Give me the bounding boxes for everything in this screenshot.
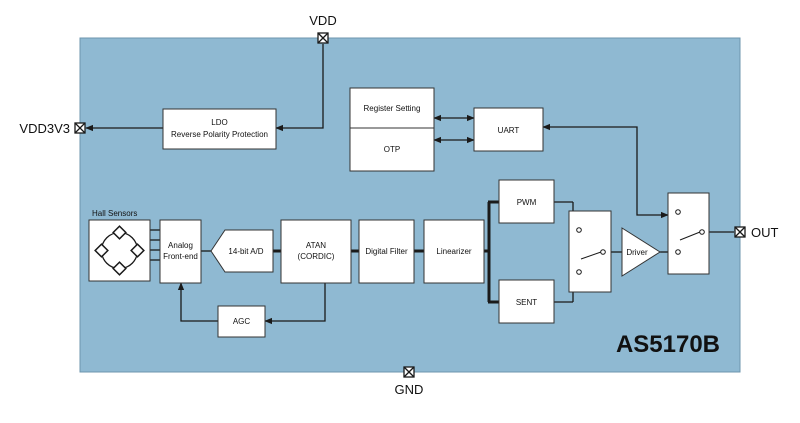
pwm-label: PWM xyxy=(517,198,537,207)
pin-vdd-label: VDD xyxy=(309,13,336,28)
atan-block: ATAN (CORDIC) xyxy=(280,219,352,284)
sent-label: SENT xyxy=(516,298,537,307)
analog-label: Analog xyxy=(168,241,193,250)
linearizer-label: Linearizer xyxy=(436,247,471,256)
mux-switch-1 xyxy=(568,210,612,293)
pin-gnd-icon xyxy=(403,366,415,378)
hall-sensors-block xyxy=(88,219,151,282)
register-otp-block: Register Setting OTP xyxy=(349,87,435,172)
ldo-label: LDO xyxy=(211,118,227,127)
uart-label: UART xyxy=(498,126,520,135)
linearizer-block: Linearizer xyxy=(423,219,485,284)
adc-label: 14-bit A/D xyxy=(228,247,263,256)
cordic-label: (CORDIC) xyxy=(298,252,335,261)
hall-element-icon xyxy=(94,225,145,276)
pin-vdd3v3-label: VDD3V3 xyxy=(19,121,70,136)
ldo-subtitle: Reverse Polarity Protection xyxy=(171,130,268,139)
otp-label: OTP xyxy=(384,145,400,154)
digital-filter-block: Digital Filter xyxy=(358,219,415,284)
digital-filter-label: Digital Filter xyxy=(365,247,408,256)
pin-vdd-icon xyxy=(317,32,329,44)
pin-out-icon xyxy=(734,226,746,238)
pin-vdd3v3-icon xyxy=(74,122,86,134)
atan-label: ATAN xyxy=(306,241,326,250)
register-setting-label: Register Setting xyxy=(364,104,421,113)
driver-block: Driver xyxy=(621,227,661,277)
analog-frontend-block: Analog Front-end xyxy=(159,219,202,284)
pin-gnd-label: GND xyxy=(395,382,424,397)
data-bus xyxy=(273,200,499,304)
adc-block: 14-bit A/D xyxy=(210,229,274,273)
uart-block: UART xyxy=(473,107,544,152)
output-switch xyxy=(667,192,710,275)
frontend-label: Front-end xyxy=(163,252,198,261)
pwm-block: PWM xyxy=(498,179,555,224)
chip-name: AS5170B xyxy=(616,331,720,358)
sent-block: SENT xyxy=(498,279,555,324)
agc-label: AGC xyxy=(233,317,251,326)
hall-sensors-label: Hall Sensors xyxy=(92,209,137,218)
driver-label: Driver xyxy=(626,248,648,257)
ldo-block: LDO Reverse Polarity Protection xyxy=(162,108,277,150)
pin-out-label: OUT xyxy=(751,225,779,240)
agc-block: AGC xyxy=(217,305,266,338)
